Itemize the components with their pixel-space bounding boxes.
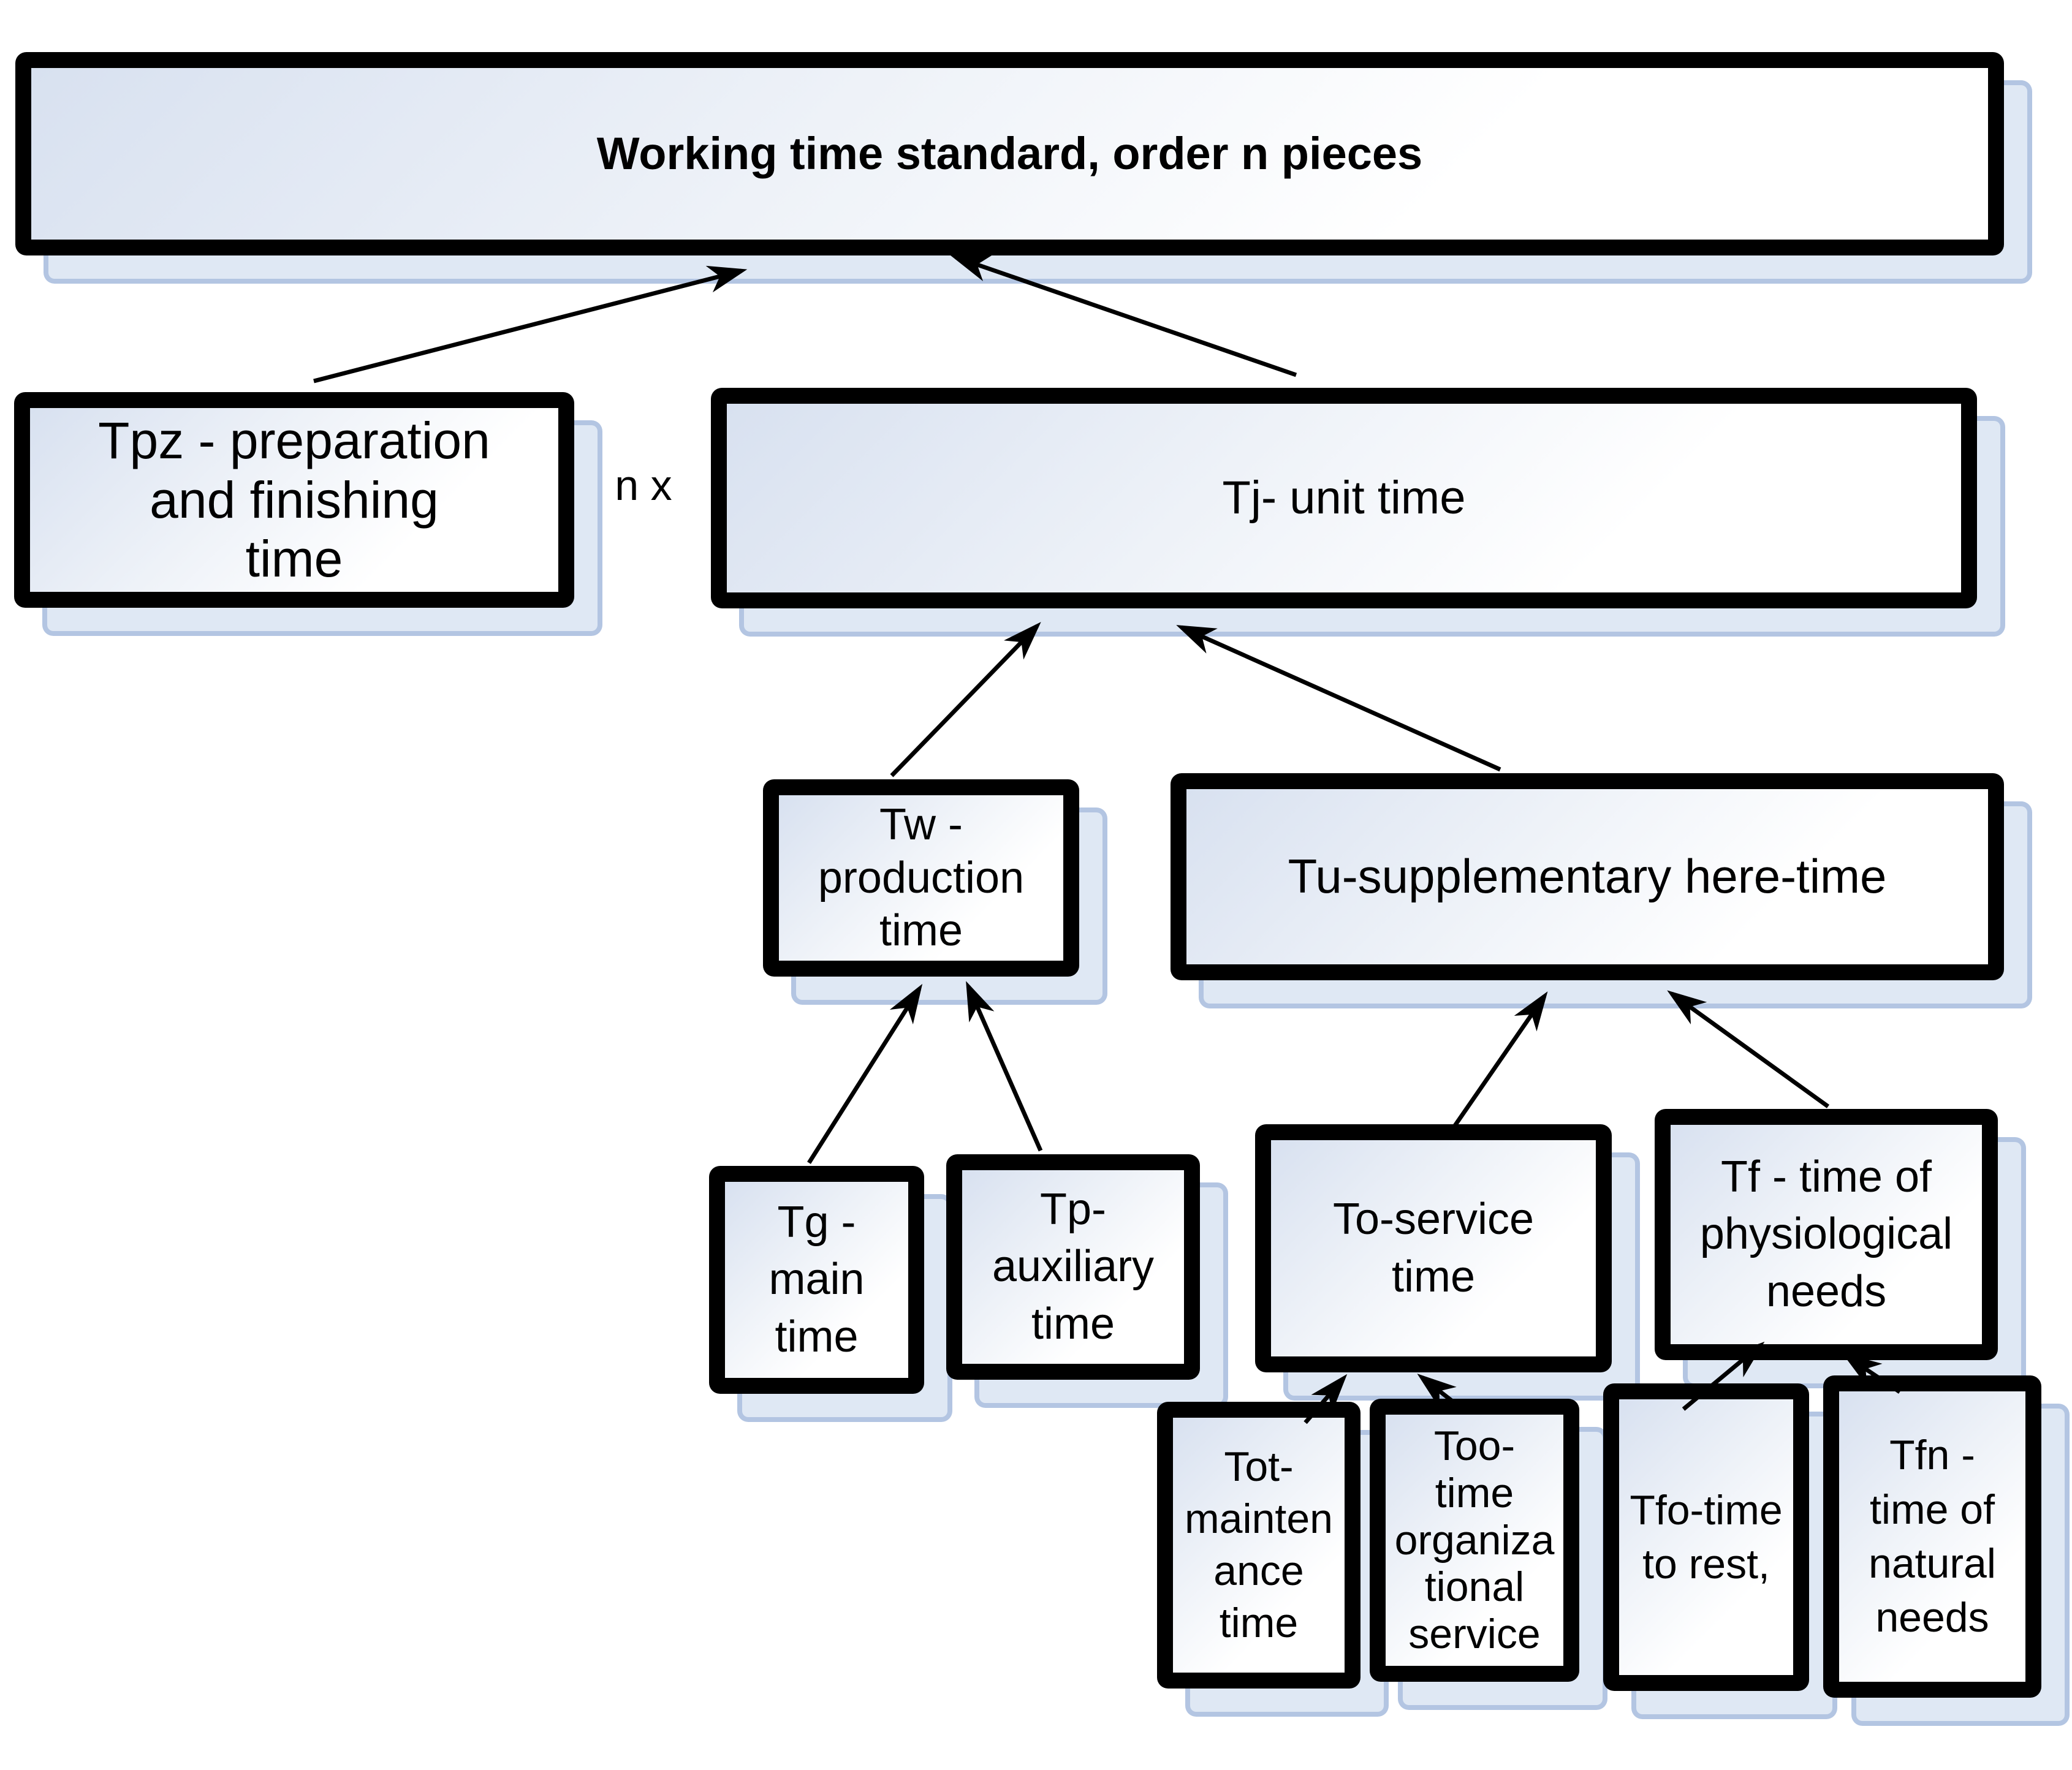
node-to-service-time: To-service time [1255,1124,1612,1372]
arrow-tf-to-tu [1667,990,1830,1108]
node-working-time-standard: Working time standard, order n pieces [15,52,2004,255]
arrow-tu-to-tj [1176,625,1501,772]
arrow-tpz-to-root [313,265,748,384]
node-tf-physiological-needs: Tf - time of physiological needs [1655,1109,1998,1360]
multiplier-label-n-x: n x [615,461,672,509]
node-tg-main-time: Tg - main time [709,1166,924,1394]
node-tot-maintenance-time: Tot- mainten ance time [1157,1402,1360,1689]
node-tp-auxiliary-time: Tp- auxiliary time [946,1154,1200,1380]
node-too-organizational-service: Too- time organiza tional service [1370,1399,1579,1682]
arrow-tj-to-root [950,255,1297,377]
node-tw-production-time: Tw - production time [763,779,1079,977]
node-tfo-time-to-rest: Tfo-time to rest, [1603,1383,1809,1691]
arrow-tp-to-tw [966,981,1043,1152]
arrow-to-to-tu [1451,991,1548,1130]
node-tu-supplementary-time: Tu-supplementary here-time [1171,773,2004,980]
node-tpz-preparation-finishing-time: Tpz - preparation and finishing time [14,392,574,608]
node-tfn-natural-needs: Tfn - time of natural needs [1823,1375,2041,1698]
arrow-tw-to-tj [890,622,1041,777]
arrow-tg-to-tw [807,983,923,1164]
node-tj-unit-time: Tj- unit time [711,388,1977,608]
